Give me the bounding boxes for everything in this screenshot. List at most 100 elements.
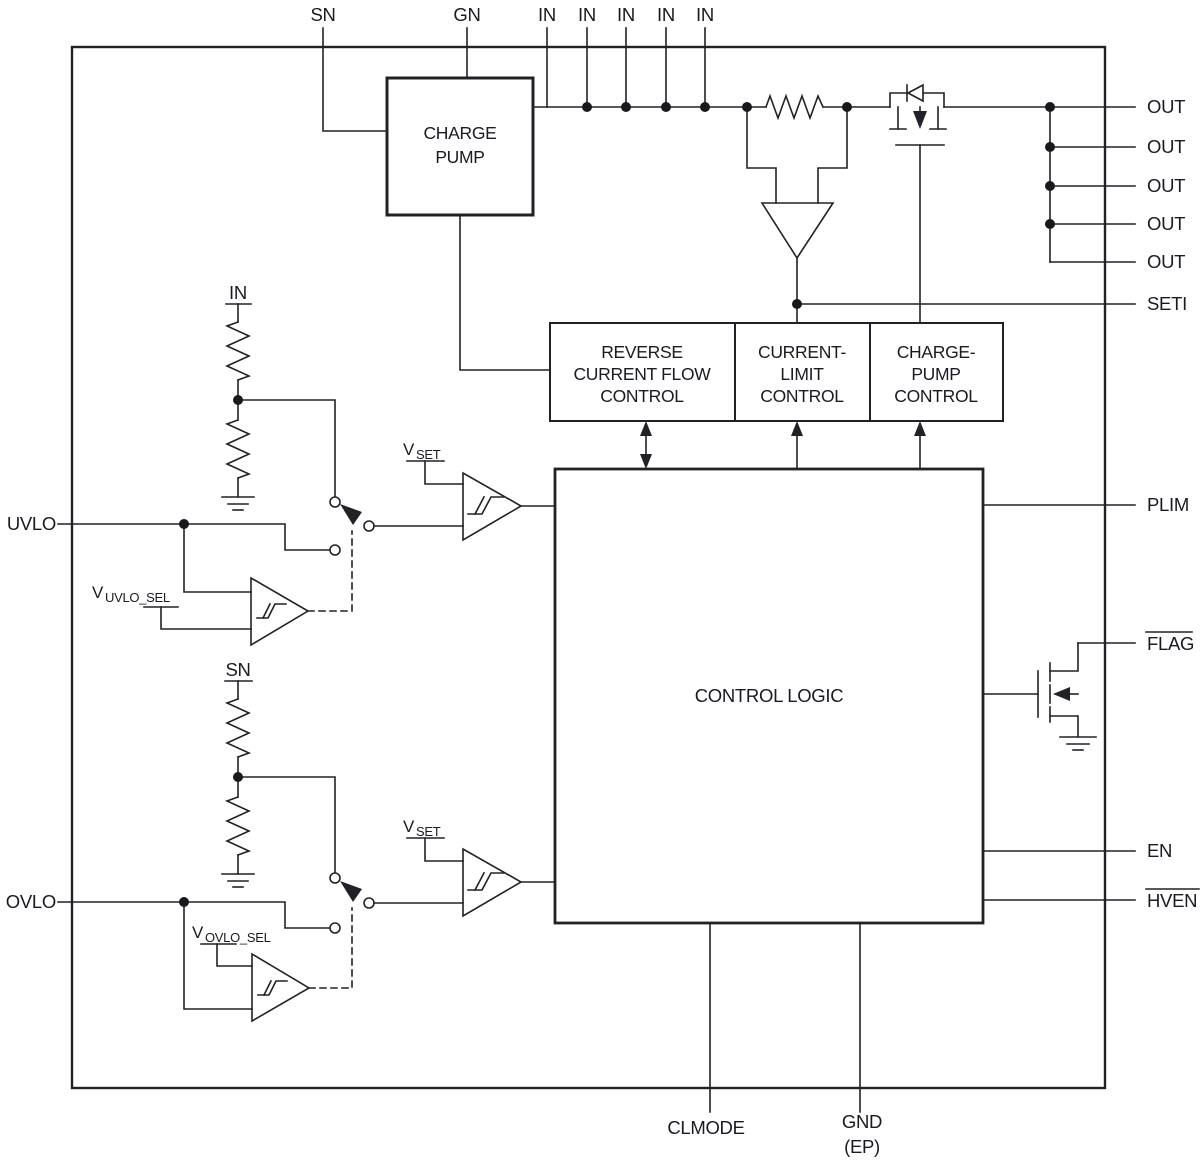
control-logic-block (553, 467, 985, 925)
pin-label-gn: GN (453, 4, 480, 25)
uvlo-sel-dashed-wire (307, 530, 353, 612)
svg-text:LIMIT: LIMIT (780, 364, 824, 384)
pin-label-uvlo: UVLO (7, 513, 56, 534)
nmos-body-arrow-icon (1053, 687, 1070, 701)
charge-pump-title: CHARGE PUMP (423, 123, 496, 167)
pin-label-seti: SETI (1147, 293, 1187, 314)
net-label-sn: SN (225, 659, 250, 680)
ovlo-input-wire (57, 901, 331, 929)
up-arrow-current-limit (791, 421, 803, 470)
pin-label-plim: PLIM (1147, 494, 1189, 515)
pin-leads-in (546, 27, 706, 108)
charge-pump-control-title: CHARGE- PUMP CONTROL (894, 342, 978, 406)
hysteresis-icon (257, 979, 288, 997)
pin-label-sn: SN (310, 4, 335, 25)
resistor-icon (224, 795, 252, 857)
pin-label-hven: HVEN (1147, 890, 1197, 911)
pin-label-out: OUT (1147, 175, 1185, 196)
ovlo-sel-dashed-wire (308, 907, 353, 989)
ground-icon (221, 496, 255, 511)
ovlo-tap-wire (237, 776, 336, 874)
pin-label-flag: FLAG (1147, 633, 1194, 654)
uvlo-select-switch (329, 496, 375, 556)
sense-amp-triangle-icon (760, 202, 835, 260)
ovlo-comparator (406, 837, 556, 918)
ground-icon (1059, 736, 1097, 751)
svg-text:PUMP: PUMP (435, 147, 484, 167)
svg-text:CHARGE-: CHARGE- (897, 342, 976, 362)
charge-pump-feed-wire (459, 214, 551, 371)
ovlo-select-switch (329, 872, 375, 934)
svg-text:SET: SET (416, 824, 441, 839)
svg-text:CHARGE: CHARGE (423, 123, 496, 143)
current-sense-amp (746, 106, 848, 324)
vset-wire (424, 837, 464, 862)
svg-text:UVLO_SEL: UVLO_SEL (105, 590, 170, 605)
svg-text:CURRENT-: CURRENT- (758, 342, 846, 362)
sense-resistor (764, 93, 825, 121)
pin-label-clmode: CLMODE (667, 1117, 744, 1138)
pin-label-in: IN (696, 4, 714, 25)
uvlo-sel-comparator (143, 523, 353, 647)
pin-label-out: OUT (1147, 96, 1185, 117)
switch-wiper-icon (340, 504, 362, 525)
svg-text:V: V (403, 440, 415, 459)
charge-pump-control-block (869, 322, 1004, 422)
pin-label-out: OUT (1147, 213, 1185, 234)
pin-label-en: EN (1147, 840, 1172, 861)
vset-wire (424, 460, 464, 485)
reverse-current-flow-title: REVERSE CURRENT FLOW CONTROL (573, 342, 711, 406)
svg-text:REVERSE: REVERSE (601, 342, 683, 362)
ic-boundary (70, 45, 1107, 1090)
flag-nmos (982, 642, 1136, 751)
out-bus-wire (1049, 106, 1136, 263)
uvlo-divider (221, 303, 336, 511)
uvlo-comparator (406, 460, 556, 542)
net-label-vset: V SET (403, 817, 441, 839)
ground-icon (221, 873, 255, 888)
pin-label-in: IN (657, 4, 675, 25)
fet-body-arrow-icon (913, 111, 927, 129)
hysteresis-icon (467, 871, 505, 892)
net-label-vuvlo-sel: V UVLO_SEL (92, 583, 170, 605)
pin-label-out: OUT (1147, 136, 1185, 157)
resistor-icon (224, 320, 252, 382)
svg-text:V: V (192, 923, 204, 942)
svg-text:CONTROL: CONTROL (760, 386, 844, 406)
pin-label-out: OUT (1147, 251, 1185, 272)
net-label-vset: V SET (403, 440, 441, 462)
net-label-in: IN (229, 282, 247, 303)
pin-label-in: IN (617, 4, 635, 25)
up-arrow-charge-pump (914, 421, 926, 470)
junction-dots (179, 102, 1055, 907)
pin-label-gnd: GND (842, 1111, 882, 1132)
switch-wiper-icon (340, 881, 362, 902)
bidirectional-arrow (640, 421, 652, 469)
pin-label-in: IN (578, 4, 596, 25)
net-label-vovlo-sel: V OVLO_SEL (192, 923, 271, 945)
current-limit-title: CURRENT- LIMIT CONTROL (758, 342, 847, 406)
hysteresis-icon (467, 495, 505, 516)
body-diode-icon (906, 83, 924, 103)
pin-label-ovlo: OVLO (6, 891, 56, 912)
pass-fet (889, 83, 947, 324)
svg-text:CONTROL: CONTROL (600, 386, 684, 406)
ovlo-divider (221, 680, 336, 888)
pin-label-in: IN (538, 4, 556, 25)
control-logic-title: CONTROL LOGIC (695, 685, 844, 706)
resistor-icon (224, 697, 252, 759)
pin-lead-sn (322, 27, 388, 132)
ovlo-sel-comparator (183, 901, 353, 1023)
svg-text:PUMP: PUMP (911, 364, 960, 384)
pin-label-gnd-ep: (EP) (844, 1136, 880, 1157)
svg-text:V: V (92, 583, 104, 602)
svg-text:SET: SET (416, 447, 441, 462)
in-bus-wire (532, 93, 1136, 121)
hysteresis-icon (256, 602, 287, 620)
svg-text:V: V (403, 817, 415, 836)
svg-text:CONTROL: CONTROL (894, 386, 978, 406)
resistor-icon (224, 418, 252, 480)
uvlo-input-wire (57, 523, 331, 551)
